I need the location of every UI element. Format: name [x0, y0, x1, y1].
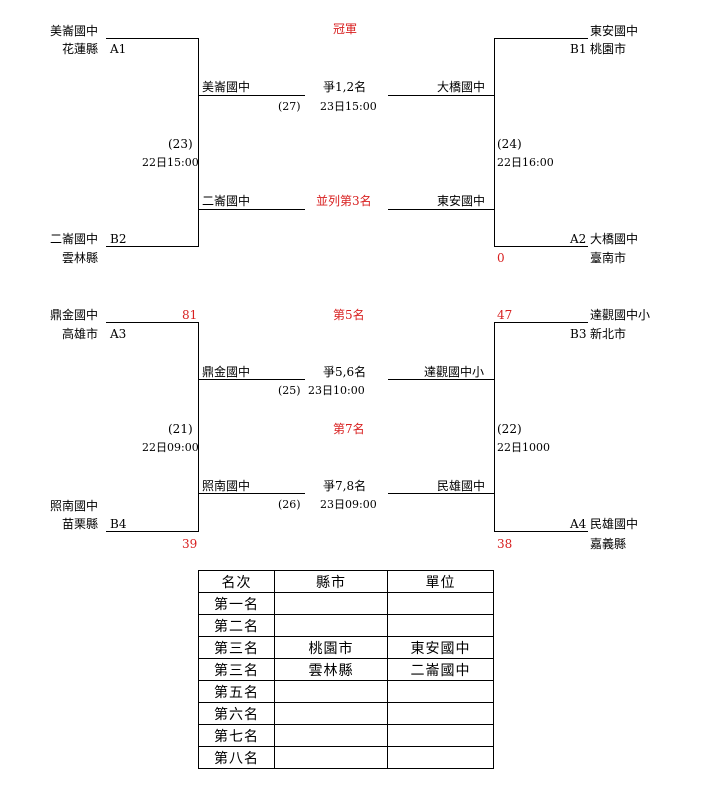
- team-name: 鼎金國中: [50, 308, 99, 322]
- county-cell: [274, 592, 388, 615]
- unit-cell: [387, 746, 494, 769]
- county-cell: [274, 680, 388, 703]
- match-number: (25): [278, 384, 301, 397]
- fifth-winner-right: 達觀國中小: [424, 365, 485, 379]
- match-number: (27): [278, 100, 301, 113]
- unit-cell: [387, 592, 494, 615]
- table-row: 第七名: [198, 724, 494, 747]
- team-region: 高雄市: [62, 327, 99, 341]
- rank-cell: 第八名: [198, 746, 275, 769]
- match-time: 23日15:00: [320, 100, 377, 113]
- team-score: 0: [497, 251, 505, 265]
- team-region: 臺南市: [590, 251, 627, 265]
- header-rank: 名次: [198, 570, 275, 593]
- match-time: 22日15:00: [142, 156, 199, 169]
- unit-cell: 東安國中: [387, 636, 494, 659]
- team-region: 雲林縣: [62, 251, 99, 265]
- seventh-label: 爭7,8名: [323, 479, 367, 493]
- unit-cell: [387, 614, 494, 637]
- team-seed: A1: [110, 42, 127, 56]
- team-score: 38: [497, 537, 513, 551]
- seventh-loser-left: 照南國中: [202, 479, 251, 493]
- seventh-title: 第7名: [333, 422, 365, 436]
- match-number: (24): [497, 137, 522, 151]
- table-row: 第五名: [198, 680, 494, 703]
- team-name: 東安國中: [590, 24, 639, 38]
- match-time: 22日16:00: [497, 156, 554, 169]
- match-time: 23日09:00: [320, 498, 377, 511]
- team-region: 苗栗縣: [62, 517, 99, 531]
- rank-cell: 第一名: [198, 592, 275, 615]
- final-label: 爭1,2名: [323, 80, 367, 94]
- fifth-winner-left: 鼎金國中: [202, 365, 251, 379]
- county-cell: [274, 702, 388, 725]
- table-row: 第一名: [198, 592, 494, 615]
- table-row: 第六名: [198, 702, 494, 725]
- team-seed: B4: [110, 517, 127, 531]
- team-seed: B1: [570, 42, 587, 56]
- rank-cell: 第三名: [198, 636, 275, 659]
- header-unit: 單位: [387, 570, 494, 593]
- results-header-row: 名次 縣市 單位: [198, 570, 494, 593]
- unit-cell: [387, 680, 494, 703]
- third-place-title: 並列第3名: [316, 194, 372, 208]
- rank-cell: 第六名: [198, 702, 275, 725]
- rank-cell: 第五名: [198, 680, 275, 703]
- team-name: 二崙國中: [50, 232, 99, 246]
- county-cell: 桃園市: [274, 636, 388, 659]
- team-seed: A2: [570, 232, 587, 246]
- unit-cell: [387, 702, 494, 725]
- fifth-title: 第5名: [333, 308, 365, 322]
- header-county: 縣市: [274, 570, 388, 593]
- team-seed: B2: [110, 232, 127, 246]
- team-score: 39: [182, 537, 198, 551]
- match-time: 22日1000: [497, 441, 550, 454]
- team-region: 嘉義縣: [590, 537, 627, 551]
- team-seed: A3: [110, 327, 127, 341]
- team-score: 47: [497, 308, 513, 322]
- rank-cell: 第三名: [198, 658, 275, 681]
- match-time: 23日10:00: [308, 384, 365, 397]
- table-row: 第八名: [198, 746, 494, 769]
- team-name: 達觀國中小: [590, 308, 651, 322]
- table-row: 第三名 雲林縣 二崙國中: [198, 658, 494, 681]
- team-name: 照南國中: [50, 499, 99, 513]
- rank-cell: 第二名: [198, 614, 275, 637]
- team-region: 新北市: [590, 327, 627, 341]
- county-cell: 雲林縣: [274, 658, 388, 681]
- team-seed: B3: [570, 327, 587, 341]
- team-name: 大橋國中: [590, 232, 639, 246]
- match-number: (22): [497, 422, 522, 436]
- match-number: (21): [168, 422, 193, 436]
- team-region: 桃園市: [590, 42, 627, 56]
- team-name: 民雄國中: [590, 517, 639, 531]
- rank-cell: 第七名: [198, 724, 275, 747]
- table-row: 第三名 桃園市 東安國中: [198, 636, 494, 659]
- team-seed: A4: [570, 517, 587, 531]
- county-cell: [274, 746, 388, 769]
- match-time: 22日09:00: [142, 441, 199, 454]
- match-number: (26): [278, 498, 301, 511]
- third-loser-left: 二崙國中: [202, 194, 251, 208]
- fifth-label: 爭5,6名: [323, 365, 367, 379]
- champion-title: 冠軍: [333, 22, 358, 36]
- results-table: 名次 縣市 單位 第一名 第二名 第三名 桃園市 東安國中 第三名 雲林縣 二崙…: [198, 570, 494, 769]
- match-number: (23): [168, 137, 193, 151]
- final-winner-right: 大橋國中: [437, 80, 486, 94]
- unit-cell: [387, 724, 494, 747]
- county-cell: [274, 724, 388, 747]
- team-score: 81: [182, 308, 198, 322]
- final-winner-left: 美崙國中: [202, 80, 251, 94]
- team-region: 花蓮縣: [62, 42, 99, 56]
- third-loser-right: 東安國中: [437, 194, 486, 208]
- unit-cell: 二崙國中: [387, 658, 494, 681]
- table-row: 第二名: [198, 614, 494, 637]
- team-name: 美崙國中: [50, 24, 99, 38]
- seventh-loser-right: 民雄國中: [437, 479, 486, 493]
- county-cell: [274, 614, 388, 637]
